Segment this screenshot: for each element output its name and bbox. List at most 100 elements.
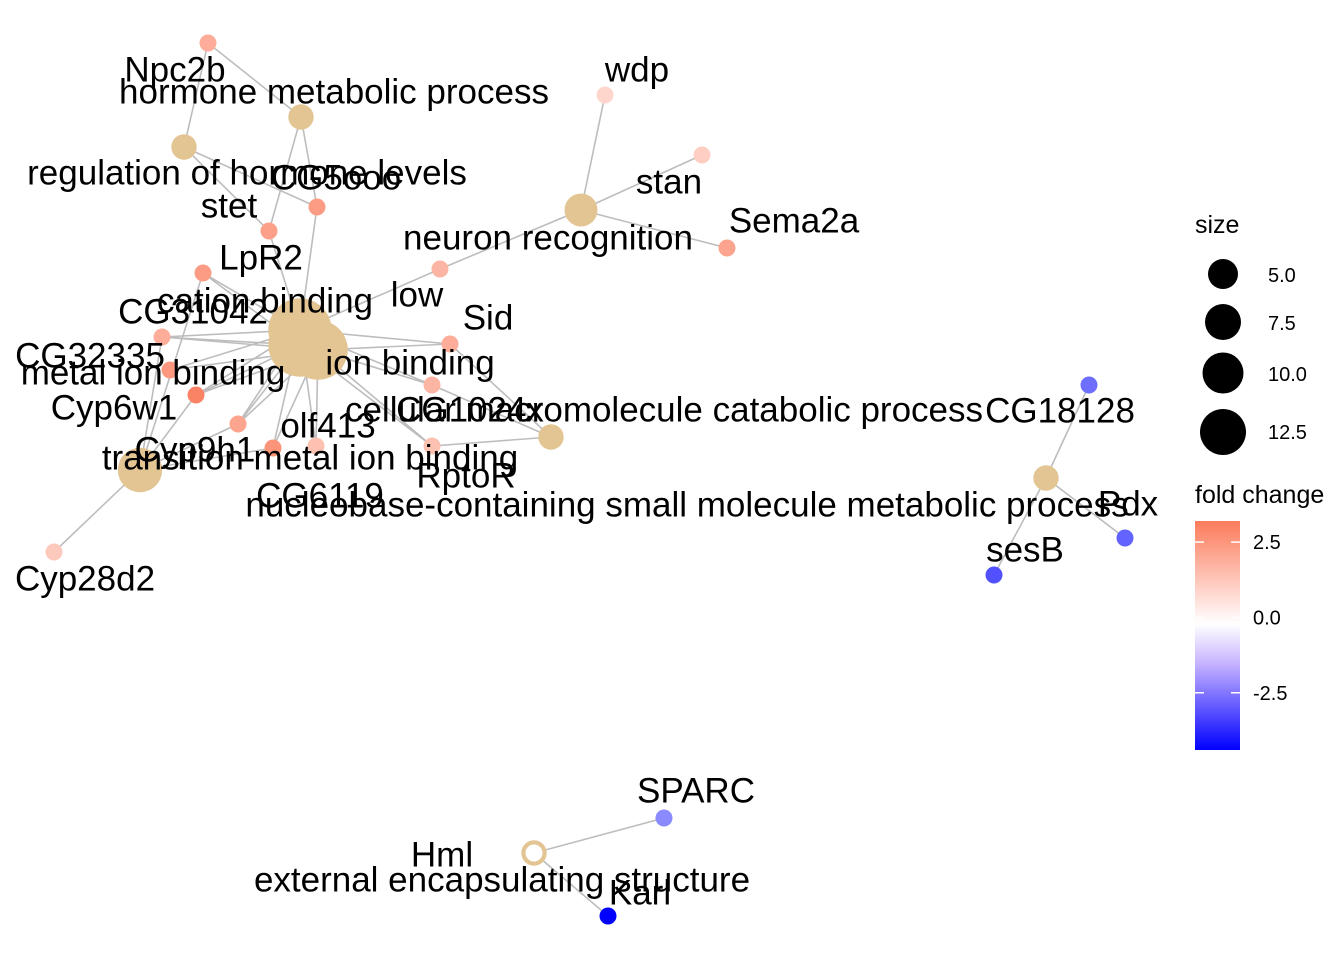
- gene-label-stan: stan: [636, 162, 702, 201]
- label-layer: Npc2bCG5ooostetLpR2CG31042CG32335Cyp6w1C…: [15, 50, 1159, 912]
- color-legend-ticks: 2.5 0.0 -2.5: [1195, 532, 1287, 705]
- color-legend-tick-1: 0.0: [1253, 607, 1281, 629]
- gene-node-cg31042: [153, 328, 171, 346]
- size-legend-key-1: [1208, 259, 1238, 289]
- term-node-regulation-of-hormone-levels: [171, 134, 197, 160]
- gene-node-olf413: [307, 437, 325, 455]
- term-label-cation-binding: cation binding: [157, 281, 373, 320]
- color-legend-tick-2: -2.5: [1253, 683, 1287, 705]
- gene-node-karl: [599, 907, 617, 925]
- gene-node-sesb: [985, 566, 1003, 584]
- edge-cell-macro-sid: [449, 343, 552, 438]
- term-label-ion-binding: ion binding: [325, 343, 494, 382]
- edge-neuron-sema2a: [580, 209, 728, 249]
- gene-label-sid: Sid: [463, 298, 514, 337]
- gene-label-cg5ooo: CG5ooo: [271, 158, 401, 197]
- gene-node-cg1024x: [423, 376, 441, 394]
- size-legend-key-3: [1202, 352, 1244, 394]
- edge-transition-cg6119: [139, 447, 274, 471]
- gene-label-sema2a: Sema2a: [729, 201, 860, 240]
- gene-label-stet: stet: [201, 186, 258, 225]
- legend: size 5.0 7.5 10.0 12.5 fold change 2.5 0.…: [1195, 211, 1324, 750]
- edge-transition-cg31042: [139, 336, 163, 471]
- edge-hormone-met-cg5xxx: [300, 116, 318, 208]
- gene-label-low: low: [391, 275, 444, 314]
- color-legend-bar: [1195, 521, 1240, 750]
- gene-node-hml: [525, 844, 543, 862]
- gene-label-cg1024x: CG1024x: [396, 390, 544, 429]
- gene-node-sparc: [655, 809, 673, 827]
- size-legend-key-4: [1200, 409, 1246, 455]
- term-node-cellular-macromolecule-catabolic-process: [538, 424, 564, 450]
- term-node-hormone-metabolic-process: [288, 104, 314, 130]
- gene-label-pdx: Pdx: [1098, 484, 1159, 523]
- gene-node-rptor: [423, 437, 441, 455]
- gene-label-lpr2: LpR2: [219, 238, 303, 277]
- gene-label-olf413: olf413: [280, 406, 375, 445]
- gene-label-sesb: sesB: [986, 530, 1064, 569]
- gene-node-stet: [260, 222, 278, 240]
- gene-label-cg31042: CG31042: [118, 292, 268, 331]
- gene-label-karl: Karl: [609, 873, 671, 912]
- gene-label-cyp9h1: Cyp9h1: [135, 430, 256, 469]
- size-legend-key-2: [1205, 304, 1241, 340]
- gene-node-cg32335: [161, 361, 179, 379]
- gene-node-pdx: [1116, 529, 1134, 547]
- edge-external-sparc: [533, 817, 665, 854]
- term-node-transition-metal-ion-binding: [117, 447, 163, 493]
- edge-neuron-low: [439, 209, 582, 270]
- term-node-ion-binding: [268, 313, 332, 377]
- gene-node-cg18128: [1080, 376, 1098, 394]
- gene-node-lpr2: [194, 264, 212, 282]
- edge-neuron-wdp: [580, 94, 606, 211]
- gene-label-cg32335: CG32335: [15, 336, 165, 375]
- term-label-cellular-macromolecule-catabolic-process: cellular macromolecule catabolic process: [345, 390, 983, 429]
- size-legend-tick-2: 7.5: [1268, 313, 1296, 335]
- node-layer: [45, 34, 1134, 925]
- edge-neuron-stan: [580, 154, 703, 211]
- gene-label-wdp: wdp: [604, 50, 669, 89]
- edge-cell-macro-cg1024x: [431, 384, 552, 438]
- gene-label-sparc: SPARC: [637, 771, 755, 810]
- term-label-metal-ion-binding: metal ion binding: [21, 353, 286, 392]
- gene-node-cyp9h1: [229, 415, 247, 433]
- gene-node-sid: [441, 335, 459, 353]
- edge-nucleobase-sesb: [993, 477, 1047, 576]
- gene-label-rptor: RptoR: [416, 456, 515, 495]
- edge-external-karl: [533, 852, 609, 917]
- gene-node-wdp: [596, 86, 614, 104]
- edge-hormone-met-stet: [268, 116, 302, 232]
- term-node-nucleobase-containing-small-molecule-metabolic-process: [1033, 465, 1059, 491]
- gene-node-sema2a: [718, 239, 736, 257]
- edge-nucleobase-pdx: [1045, 477, 1126, 539]
- color-legend-title: fold change: [1195, 481, 1324, 509]
- gene-node-stan: [693, 146, 711, 164]
- size-legend-title: size: [1195, 211, 1239, 239]
- gene-label-cg6119: CG6119: [256, 476, 384, 515]
- gene-node-cyp6w1: [187, 386, 205, 404]
- size-legend-tick-4: 12.5: [1268, 422, 1307, 444]
- term-label-transition-metal-ion-binding: transition metal ion binding: [102, 438, 518, 477]
- gene-node-npc2b: [199, 34, 217, 52]
- term-label-hormone-metabolic-process: hormone metabolic process: [119, 72, 549, 111]
- term-label-regulation-of-hormone-levels: regulation of hormone levels: [27, 153, 467, 192]
- term-label-external-encapsulating-structure: external encapsulating structure: [254, 860, 750, 899]
- size-legend-tick-1: 5.0: [1268, 265, 1296, 287]
- gene-label-cyp28d2: Cyp28d2: [15, 559, 155, 598]
- edge-hormone-met-npc2b: [207, 42, 302, 118]
- term-label-neuron-recognition: neuron recognition: [403, 218, 693, 257]
- edge-nucleobase-cg18128: [1045, 384, 1090, 479]
- edge-reg-hormone-cg5xxx: [183, 146, 318, 208]
- edge-cell-macro-rptor: [431, 436, 552, 447]
- edge-reg-hormone-npc2b: [183, 42, 209, 148]
- size-legend-tick-3: 10.0: [1268, 364, 1307, 386]
- gene-node-cg5ooo: [308, 198, 326, 216]
- gene-node-cyp28d2: [45, 543, 63, 561]
- gene-label-cg18128: CG18128: [985, 391, 1135, 430]
- gene-node-cg6119: [264, 439, 282, 457]
- gene-label-hml: Hml: [411, 835, 473, 874]
- gene-label-npc2b: Npc2b: [124, 50, 225, 89]
- gene-label-cyp6w1: Cyp6w1: [51, 388, 177, 427]
- color-legend-tick-0: 2.5: [1253, 532, 1281, 554]
